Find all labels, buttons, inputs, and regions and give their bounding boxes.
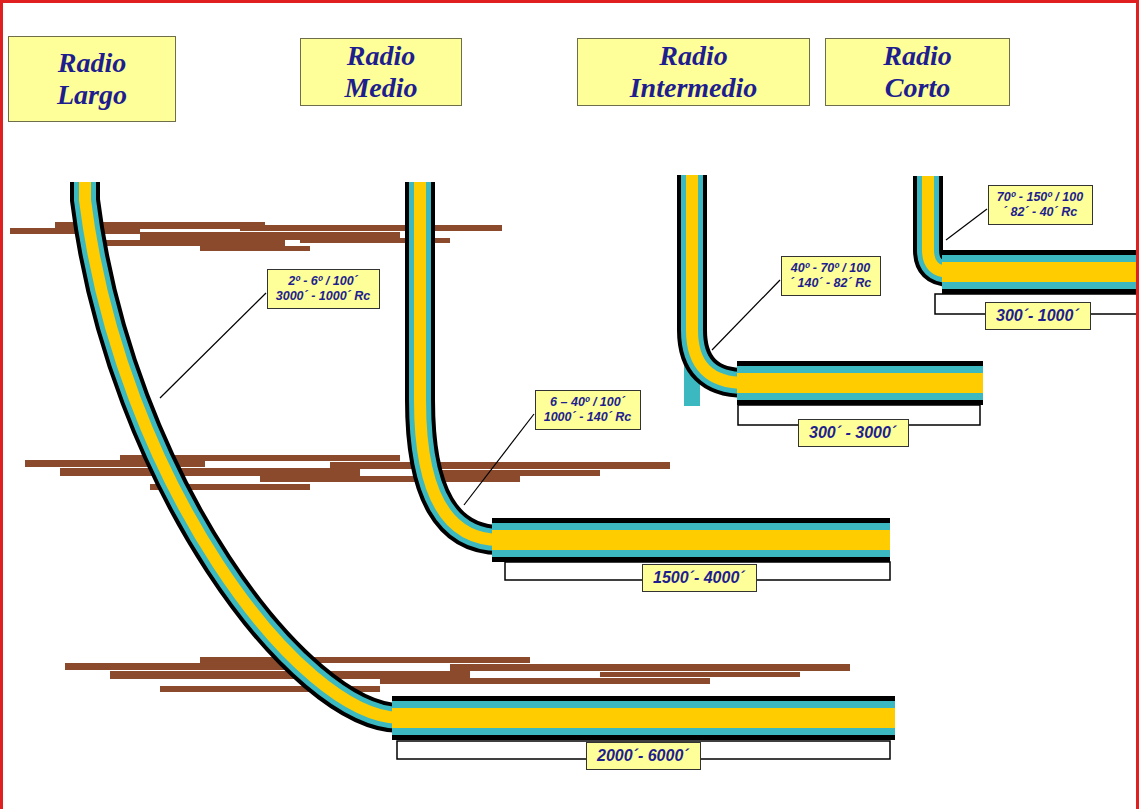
node-text: 300´- 1000´ (996, 306, 1079, 326)
well-casing (420, 182, 500, 540)
stratum (600, 672, 800, 677)
stratum (60, 468, 360, 476)
title-box: Radio Intermedio (577, 38, 810, 106)
stratum (260, 476, 520, 482)
well-core (737, 373, 983, 393)
well-outline (85, 182, 400, 718)
well-outline (420, 182, 500, 540)
node-text: 6 – 40º / 100´ 1000´ - 140´ Rc (543, 395, 632, 425)
well-casing (737, 366, 983, 400)
node-text: Radio Largo (56, 47, 128, 111)
well-casing (492, 523, 890, 557)
length-label: 300´- 1000´ (985, 302, 1091, 330)
leader-line (946, 209, 987, 240)
length-brackets (397, 294, 1139, 759)
well-casing (392, 701, 895, 735)
well-core (928, 176, 950, 272)
well-core (85, 182, 400, 718)
well-casing (692, 175, 745, 383)
node-text: 40º - 70º / 100´ 140´ - 82´ Rc (789, 261, 872, 291)
node-text: Radio Intermedio (629, 40, 759, 104)
well-casing (85, 182, 400, 718)
title-box: Radio Corto (825, 38, 1010, 106)
stratum (450, 664, 850, 671)
well-outline (942, 250, 1139, 294)
well-outline (392, 696, 895, 740)
stratum (380, 678, 710, 684)
well-core (420, 182, 500, 540)
well-core (492, 530, 890, 550)
well-outline (692, 175, 745, 383)
curvature-callout: 2º - 6º / 100´ 3000´ - 1000´ Rc (267, 269, 380, 309)
length-label: 300´ - 3000´ (798, 419, 909, 447)
node-text: 1500´- 4000´ (653, 568, 745, 588)
node-text: Radio Medio (343, 40, 419, 104)
leader-lines (160, 209, 987, 505)
node-text: 2000´- 6000´ (597, 746, 689, 766)
curvature-callout: 70º - 150º / 100´ 82´ - 40´ Rc (988, 185, 1093, 225)
stratum (200, 246, 310, 251)
title-box: Radio Medio (300, 38, 462, 106)
node-text: 2º - 6º / 100´ 3000´ - 1000´ Rc (275, 274, 371, 304)
node-text: Radio Corto (882, 40, 953, 104)
node-text: 300´ - 3000´ (809, 423, 896, 443)
well-outline (492, 518, 890, 562)
node-text: 70º - 150º / 100´ 82´ - 40´ Rc (996, 190, 1084, 220)
wells (85, 175, 1139, 718)
leader-line (712, 280, 780, 350)
leader-line (464, 414, 534, 505)
stratum (420, 470, 600, 476)
curvature-callout: 6 – 40º / 100´ 1000´ - 140´ Rc (535, 390, 641, 430)
length-label: 2000´- 6000´ (586, 742, 701, 770)
length-label: 1500´- 4000´ (642, 564, 757, 592)
stratum (65, 663, 285, 670)
well-core (942, 262, 1139, 282)
stratum (240, 225, 502, 231)
frame-line (0, 0, 1139, 3)
frame-line (1136, 0, 1139, 809)
well-core (692, 175, 745, 383)
frame-line (0, 0, 3, 809)
stratum (200, 657, 530, 663)
well-core (392, 708, 895, 728)
title-box: Radio Largo (8, 36, 176, 122)
curvature-callout: 40º - 70º / 100´ 140´ - 82´ Rc (781, 256, 881, 296)
leader-line (160, 293, 266, 398)
stratum (95, 240, 285, 246)
well-casing (942, 255, 1139, 289)
stratum (330, 462, 670, 469)
well-outline (737, 361, 983, 405)
